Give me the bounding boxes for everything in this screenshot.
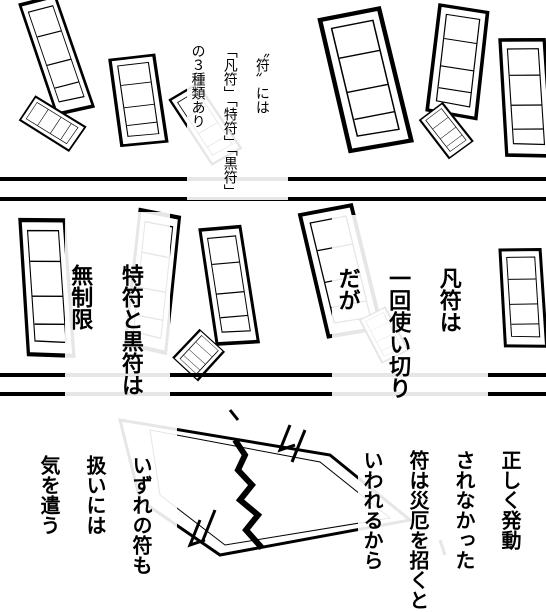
caption-3-line-1: 特符と黒符は — [117, 264, 143, 396]
caption-3-line-2: 無制限 — [67, 264, 93, 330]
falling-talisman-icon — [195, 221, 263, 351]
caption-4-line-4: いわれるから — [360, 450, 384, 570]
caption-2-line-1: 凡符は — [435, 267, 461, 333]
falling-talisman-icon — [425, 2, 490, 121]
caption-2-line-2: 一回使い切り — [385, 267, 411, 399]
caption-4-line-2: されなかった — [452, 450, 476, 570]
falling-talisman-icon — [105, 50, 171, 151]
caption-4-line-3: 符は災厄を招くと — [406, 450, 430, 610]
caption-4-line-1: 正しく発動 — [498, 450, 522, 550]
caption-5: いずれの符も 扱いには 気を遣う — [35, 405, 177, 577]
caption-5-line-3: 気を遣う — [37, 455, 61, 535]
falling-talisman-icon — [316, 4, 415, 156]
caption-1-line-3: の３種類あり — [189, 44, 206, 128]
falling-talisman-icon — [495, 245, 546, 352]
caption-4: 正しく発動 されなかった 符は災厄を招くと いわれるから — [358, 400, 546, 612]
caption-3: 特符と黒符は 無制限 — [65, 212, 171, 398]
falling-talisman-icon — [15, 0, 97, 121]
caption-1: 〝符〟には 「凡符」「特符」「黒符」 の３種類あり — [187, 10, 288, 200]
falling-talisman-icon — [494, 34, 546, 162]
caption-5-line-1: いずれの符も — [129, 455, 153, 575]
caption-2: 凡符は 一回使い切り だが — [332, 215, 488, 401]
caption-2-line-3: だが — [334, 267, 360, 311]
caption-5-line-2: 扱いには — [83, 455, 107, 535]
caption-1-line-2: 「凡符」「特符」「黒符」 — [221, 44, 238, 198]
caption-1-line-1: 〝符〟には — [253, 44, 270, 114]
